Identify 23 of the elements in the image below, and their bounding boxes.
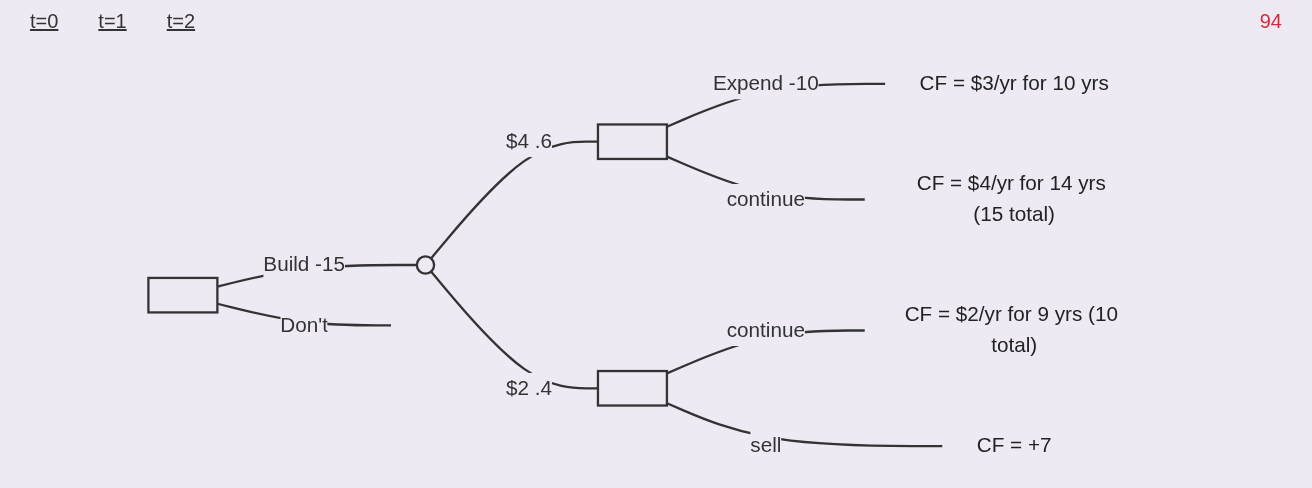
- node-text: CF = $2/yr for 9 yrs (10 total): [904, 302, 1118, 357]
- edge-label: Expend -10: [712, 71, 819, 95]
- edge-label: $4 .6: [505, 129, 552, 153]
- time-label: t=0: [30, 9, 59, 33]
- node-box: [147, 276, 219, 314]
- connector: [666, 402, 943, 448]
- page-number: 94: [1259, 9, 1282, 33]
- node-box: [596, 369, 669, 407]
- node-circle: [415, 255, 436, 275]
- edge-label: continue: [726, 187, 805, 211]
- node-text: CF = $3/yr for 10 yrs: [919, 71, 1109, 95]
- connector: [430, 140, 598, 260]
- time-label: t=2: [166, 9, 196, 33]
- time-label: t=1: [98, 9, 127, 33]
- connector: [430, 270, 598, 390]
- node-text: CF = $4/yr for 14 yrs (15 total): [916, 171, 1106, 226]
- edge-label: sell: [750, 433, 782, 457]
- edge-label: $2 .4: [505, 376, 552, 400]
- edge-label: continue: [726, 318, 805, 342]
- edge-label: Build -15: [263, 252, 346, 276]
- node-text: CF = +7: [976, 433, 1052, 457]
- node-box: [596, 123, 669, 161]
- edge-label: Don't: [280, 313, 329, 337]
